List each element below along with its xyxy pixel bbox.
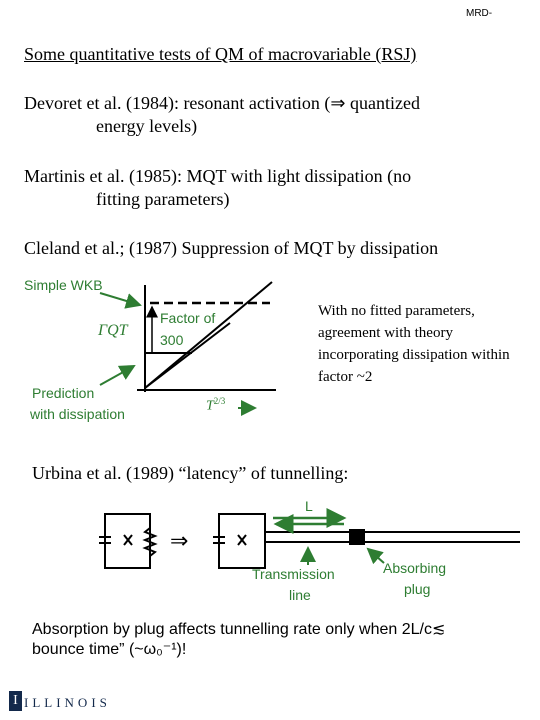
illinois-logo-mark: I — [9, 691, 22, 711]
wkb-label: Simple WKB — [24, 277, 103, 293]
absorption-note-line1: Absorption by plug affects tunnelling ra… — [32, 621, 446, 638]
length-label: L — [305, 498, 313, 514]
fit-note: With no fitted parameters, agreement wit… — [318, 303, 510, 385]
plug-label-line1: Absorbing — [383, 560, 447, 576]
transmission-label-line1: Transmission — [252, 566, 335, 582]
slide-tag: MRD- — [466, 8, 493, 19]
prediction-label-line1: Prediction — [32, 385, 95, 401]
transmission-label-line2: line — [289, 587, 311, 603]
item-devoret-line1: Devoret et al. (1984): resonant activati… — [24, 93, 420, 113]
item-martinis-line1: Martinis et al. (1985): MQT with light d… — [24, 166, 412, 186]
length-arrow — [273, 508, 347, 534]
temperature-axis-label: T2/3 — [206, 396, 225, 415]
prediction-pointer-arrow — [99, 365, 136, 386]
item-cleland-line1: Cleland et al.; (1987) Suppression of MQ… — [24, 238, 439, 258]
illinois-logo-text: ILLINOIS — [24, 695, 111, 710]
item-cleland: Cleland et al.; (1987) Suppression of MQ… — [24, 237, 438, 260]
gamma-qt-label: ΓQT — [98, 322, 128, 339]
item-urbina: Urbina et al. (1989) “latency” of tunnel… — [32, 463, 349, 483]
graph-axes — [137, 285, 276, 392]
item-devoret-line2: energy levels) — [96, 116, 198, 136]
item-martinis-line2: fitting parameters) — [96, 189, 230, 209]
implies-arrow: ⇒ — [170, 528, 189, 553]
temperature-exponent: 2/3 — [213, 396, 226, 406]
item-devoret: Devoret et al. (1984): resonant activati… — [24, 92, 420, 138]
prediction-label-line2: with dissipation — [30, 406, 125, 422]
rsj-circuit — [99, 513, 158, 569]
transmission-circuit — [213, 513, 520, 569]
absorbing-plug — [349, 529, 365, 545]
prediction-line — [144, 322, 231, 389]
wkb-line — [144, 281, 273, 389]
wkb-pointer-arrow — [99, 292, 142, 309]
factor-label-line1: Factor of — [160, 310, 216, 326]
absorption-note-line2: bounce time” (~ω₀⁻¹)! — [32, 641, 187, 658]
factor-label-line2: 300 — [160, 332, 184, 348]
temperature-symbol: T — [206, 398, 214, 414]
slide-title: Some quantitative tests of QM of macrova… — [24, 44, 417, 64]
item-martinis: Martinis et al. (1985): MQT with light d… — [24, 165, 411, 211]
plug-pointer-arrow — [366, 547, 385, 565]
plug-label-line2: plug — [404, 581, 431, 597]
